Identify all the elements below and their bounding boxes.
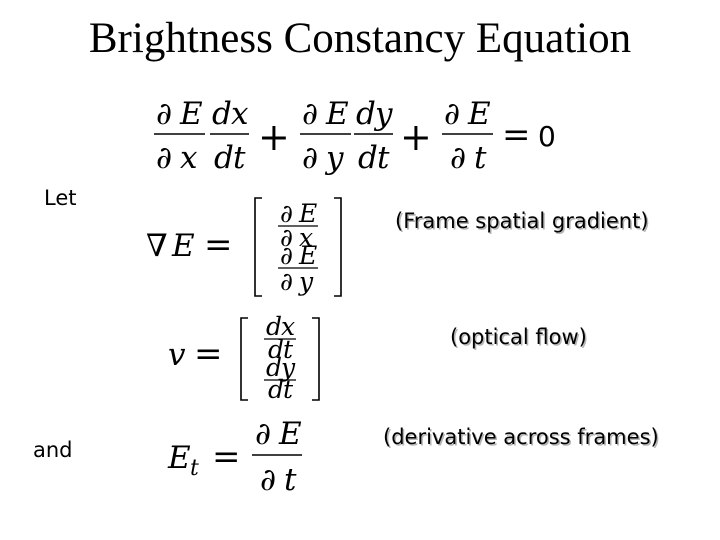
eq1-t: t [233, 140, 246, 176]
eq4-equals: = [212, 437, 241, 477]
eq1-plus: + [258, 115, 290, 159]
eq4-t: t [284, 462, 297, 498]
eq4-E: E [167, 440, 191, 476]
eq4-E: E [278, 416, 302, 452]
eq1-partial: ∂ [156, 140, 172, 176]
eq2-equals: = [204, 225, 233, 265]
eq3-d: d [266, 353, 282, 382]
eq2-E: E [171, 228, 195, 264]
eq2-partial: ∂ [280, 223, 293, 252]
eq3-v: v [168, 337, 186, 373]
eq3-d: d [268, 375, 284, 404]
eq1-partial: ∂ [302, 96, 318, 132]
temporal-derivative-definition: E t = ∂ E ∂ t [167, 416, 302, 498]
eq1-d: d [358, 140, 378, 176]
eq1-E: E [179, 96, 203, 132]
eq4-subscript-t: t [190, 456, 199, 481]
slide-title: Brightness Constancy Equation [88, 15, 632, 62]
eq4-partial: ∂ [260, 462, 276, 498]
eq1-t: t [474, 140, 487, 176]
eq4-partial: ∂ [255, 416, 271, 452]
eq2-partial: ∂ [280, 199, 293, 228]
eq3-equals: = [194, 334, 223, 374]
eq2-y: y [298, 267, 314, 296]
eq3-d: d [266, 312, 282, 341]
eq1-d: d [214, 140, 234, 176]
eq2-right-bracket [334, 197, 342, 297]
eq3-t: t [283, 335, 294, 364]
eq3-t: t [283, 375, 294, 404]
eq1-x: x [180, 140, 198, 176]
eq1-E: E [325, 96, 349, 132]
eq1-t: t [377, 140, 390, 176]
eq3-y: y [280, 353, 296, 382]
eq1-E: E [467, 96, 491, 132]
let-label: Let [44, 186, 77, 210]
eq1-partial: ∂ [450, 140, 466, 176]
eq1-partial: ∂ [156, 96, 172, 132]
eq2-partial: ∂ [280, 241, 293, 270]
eq1-d: d [212, 96, 232, 132]
eq2-E: E [298, 241, 317, 270]
eq2-nabla: ∇ [146, 228, 168, 264]
eq2-partial: ∂ [280, 267, 293, 296]
eq1-equals: = [502, 115, 531, 155]
eq2-x: x [299, 223, 313, 252]
eq1-zero: 0 [538, 120, 556, 153]
eq1-y: y [324, 140, 344, 176]
and-label: and [33, 438, 73, 462]
eq1-plus: + [400, 115, 432, 159]
eq2-left-bracket [254, 197, 262, 297]
gradient-note: (Frame spatial gradient) [395, 209, 649, 233]
eq3-d: d [268, 335, 284, 364]
eq3-right-bracket [312, 317, 320, 401]
eq3-x: x [281, 312, 295, 341]
eq1-x: x [231, 96, 249, 132]
gradient-definition: ∇ E = ∂ E ∂ x ∂ E ∂ y [146, 197, 342, 297]
eq1-partial: ∂ [444, 96, 460, 132]
eq1-d: d [356, 96, 376, 132]
eq1-y: y [373, 96, 393, 132]
eq2-E: E [298, 199, 317, 228]
eq1-partial: ∂ [302, 140, 318, 176]
temporal-derivative-note: (derivative across frames) [383, 425, 659, 449]
brightness-constancy-equation: ∂ E ∂ x d x d t + ∂ E ∂ y d y d t + [154, 96, 556, 176]
optical-flow-note: (optical flow) [450, 325, 587, 349]
optical-flow-definition: v = d x d t d y d t [168, 312, 320, 404]
eq3-left-bracket [240, 317, 248, 401]
